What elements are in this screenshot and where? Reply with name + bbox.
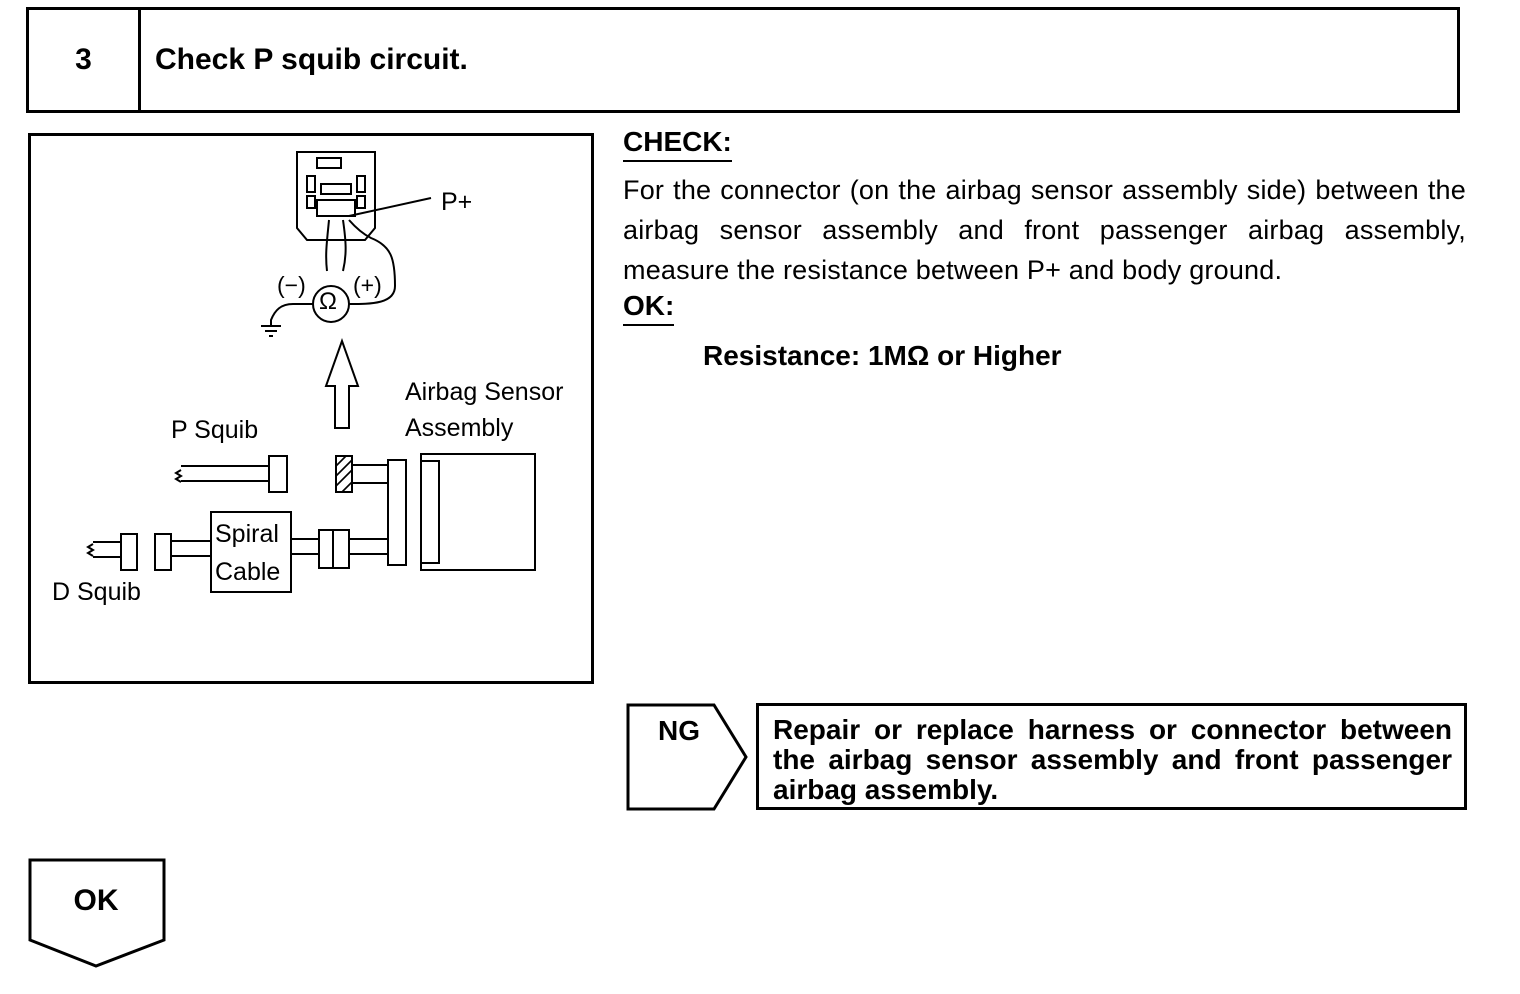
spiral-cable-label-line1: Spiral <box>215 520 279 548</box>
ok-specification: Resistance: 1MΩ or Higher <box>703 340 1062 371</box>
step-number: 3 <box>29 10 141 110</box>
spiral-cable-connector <box>154 533 172 571</box>
p-squib-cable <box>181 465 269 482</box>
probe-wire-left <box>325 219 330 272</box>
ground-symbol <box>261 325 281 337</box>
probe-lead-negative <box>270 303 313 326</box>
probe-lead-positive <box>348 219 397 305</box>
spiral-cable <box>210 511 292 593</box>
minus-label: (−) <box>277 272 306 298</box>
ok-arrow-shape <box>28 858 166 968</box>
p-squib-tip <box>174 469 183 483</box>
p-plus-leader <box>348 197 432 217</box>
ohm-symbol: Ω <box>319 288 337 315</box>
ok-heading: OK: <box>623 292 675 326</box>
connector-body <box>296 151 376 241</box>
ng-action-box: Repair or replace harness or connector b… <box>756 703 1467 810</box>
check-text: For the connector (on the airbag sensor … <box>623 175 1466 285</box>
probe-wire-right <box>342 219 347 272</box>
check-heading: CHECK: <box>623 128 732 162</box>
check-section: CHECK: For the connector (on the airbag … <box>623 128 1466 372</box>
d-squib-tip <box>86 543 95 557</box>
ok-branch: OK <box>28 858 168 970</box>
step-header: 3 Check P squib circuit. <box>26 7 1460 113</box>
p-plus-label: P+ <box>441 188 473 216</box>
circuit-illustration: P+ (−) (+) Ω Airbag Sensor Assembly P Sq… <box>28 133 594 684</box>
ok-flow-label: OK <box>73 884 119 917</box>
circuit-diagram <box>86 151 536 593</box>
spiral-cable-label-line2: Cable <box>215 558 281 586</box>
p-squib-connector <box>268 455 288 493</box>
p-squib-label: P Squib <box>171 416 259 444</box>
up-arrow <box>324 338 360 429</box>
ng-branch: NG <box>626 703 750 811</box>
ng-label: NG <box>658 715 700 746</box>
d-squib-connector <box>120 533 138 571</box>
connector-latch <box>316 157 342 169</box>
plus-label: (+) <box>353 272 382 298</box>
d-squib-label: D Squib <box>52 578 141 606</box>
ng-arrow-shape <box>626 703 748 811</box>
step-title: Check P squib circuit. <box>155 43 468 76</box>
airbag-sensor-label-line1: Airbag Sensor <box>405 378 564 406</box>
airbag-sensor-label-line2: Assembly <box>405 414 514 442</box>
sensor-connector <box>387 459 407 566</box>
